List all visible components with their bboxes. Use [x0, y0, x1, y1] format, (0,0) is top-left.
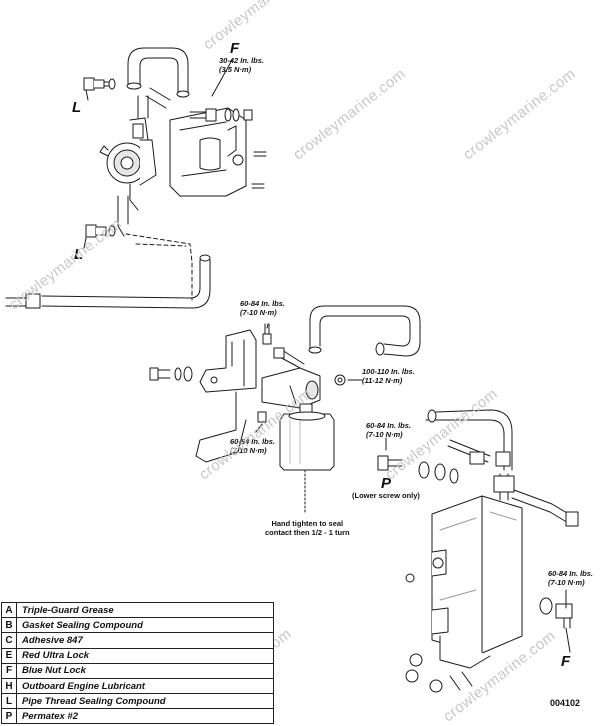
note-hand-tighten: Hand tighten to seal contact then 1/2 - … — [265, 519, 350, 537]
filter-head — [261, 347, 321, 409]
pump-outlet-hose — [117, 195, 193, 301]
vapor-separator — [405, 473, 579, 693]
torque-spec-filter-fitting: 100-110 In. lbs. (11-12 N·m) — [362, 367, 415, 385]
legend-text: Gasket Sealing Compound — [22, 619, 143, 631]
figure-number: 004102 — [550, 698, 581, 708]
callout-f-bottom: F — [561, 653, 571, 670]
fitting-l-upper — [83, 77, 116, 91]
upper-hose — [126, 47, 190, 119]
legend-text: Blue Nut Lock — [22, 665, 86, 677]
legend-key: F — [2, 663, 17, 678]
legend-key: L — [2, 694, 17, 709]
screw-p — [377, 455, 459, 484]
legend-key: A — [2, 603, 17, 618]
bracket-screw-lower — [257, 411, 267, 423]
legend-row: L Pipe Thread Sealing Compound — [2, 694, 273, 710]
legend-text: Triple-Guard Grease — [22, 604, 114, 616]
torque-spec-f-top: 30-42 In. lbs. (3.5 N·m) — [219, 56, 265, 74]
legend-key: E — [2, 648, 17, 663]
filter-fitting — [334, 374, 346, 386]
bracket-screw-left — [149, 366, 193, 382]
torque-spec-bracket-top: 60-84 In. lbs. (7-10 N·m) — [240, 299, 286, 317]
legend-row: C Adhesive 847 — [2, 633, 273, 649]
legend-row: E Red Ultra Lock — [2, 648, 273, 664]
legend-row: B Gasket Sealing Compound — [2, 618, 273, 634]
torque-spec-f-bottom: 60-84 In. lbs. (7-10 N·m) — [548, 569, 594, 587]
legend-key: H — [2, 678, 17, 694]
bracket-screw-top — [262, 323, 272, 345]
screw-f-top — [189, 108, 253, 122]
upper-bracket — [169, 107, 247, 197]
legend-text: Pipe Thread Sealing Compound — [22, 695, 166, 707]
fitting-l-lower — [85, 224, 116, 238]
sealant-legend-table: A Triple-Guard Grease B Gasket Sealing C… — [1, 602, 274, 724]
note-lower-screw-only: (Lower screw only) — [352, 491, 420, 500]
legend-text: Red Ultra Lock — [22, 650, 90, 662]
legend-row: H Outboard Engine Lubricant — [2, 678, 273, 695]
legend-row: A Triple-Guard Grease — [2, 603, 273, 619]
legend-key: B — [2, 618, 17, 633]
callout-f-top: F — [230, 40, 240, 57]
small-screws-upper — [251, 151, 267, 189]
torque-spec-bracket-lower: 60-84 In. lbs. (7-10 N·m) — [230, 437, 276, 455]
callout-l-upper: L — [72, 99, 82, 116]
fuel-line — [5, 254, 211, 309]
legend-text: Adhesive 847 — [22, 634, 83, 646]
legend-key: C — [2, 633, 17, 648]
legend-row: P Permatex #2 — [2, 709, 273, 724]
leader-lines — [83, 59, 571, 653]
filter-bracket — [195, 329, 257, 463]
callout-p: P — [381, 475, 392, 492]
filter-hose — [308, 305, 421, 357]
fitting-f-bottom — [539, 597, 573, 629]
legend-row: F Blue Nut Lock — [2, 663, 273, 679]
torque-spec-p: 60-84 In. lbs. (7-10 N·m) — [366, 421, 412, 439]
callout-l-lower: L — [74, 246, 84, 263]
fuel-filter — [279, 403, 335, 513]
legend-text: Permatex #2 — [22, 710, 78, 722]
legend-text: Outboard Engine Lubricant — [22, 680, 145, 692]
fuel-pump — [99, 117, 157, 211]
legend-key: P — [2, 709, 17, 724]
vent-hose — [425, 409, 513, 471]
